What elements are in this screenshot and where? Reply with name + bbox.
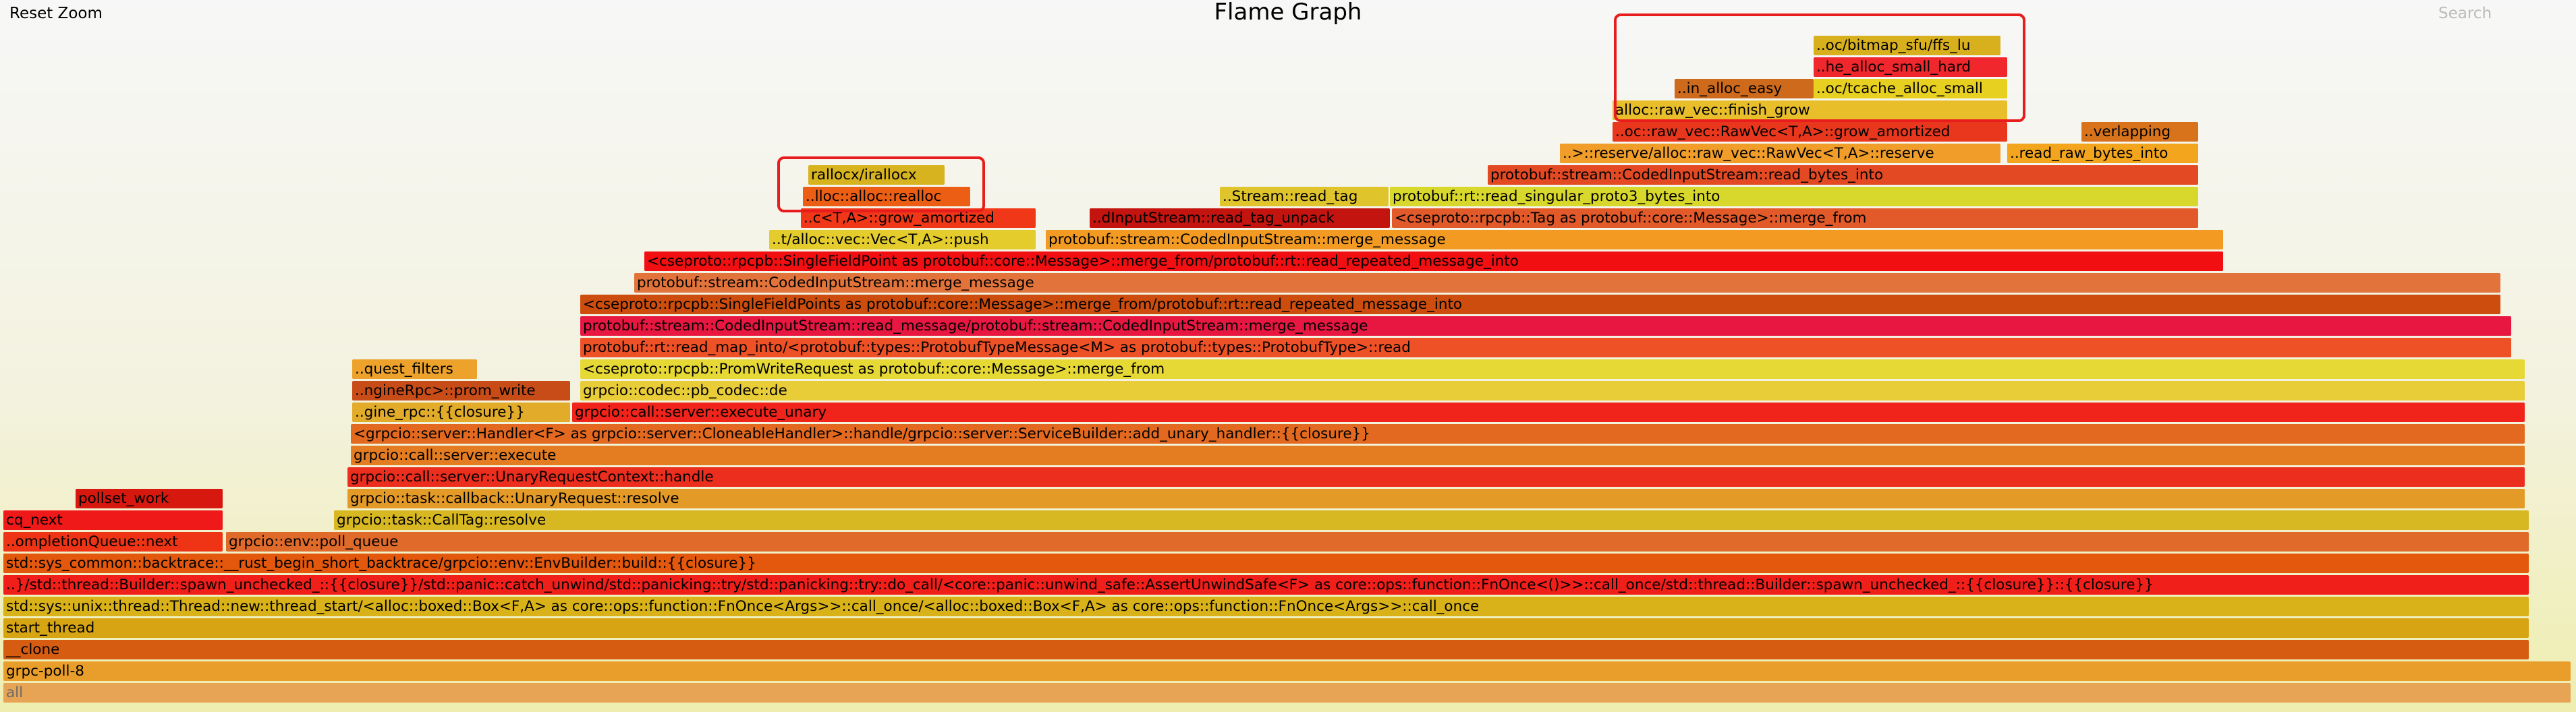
flame-frame[interactable]: grpc-poll-8: [3, 661, 2571, 681]
flame-frame[interactable]: std::sys::unix::thread::Thread::new::thr…: [3, 597, 2529, 616]
flame-frame[interactable]: grpcio::task::callback::UnaryRequest::re…: [347, 489, 2525, 508]
flame-frame[interactable]: ..oc/tcache_alloc_small: [1814, 79, 2007, 98]
flame-frame[interactable]: ..oc/bitmap_sfu/ffs_lu: [1814, 36, 2000, 55]
flame-frame[interactable]: ..in_alloc_easy: [1675, 79, 1814, 98]
page-title: Flame Graph: [1214, 0, 1362, 26]
flame-frame[interactable]: ..Stream::read_tag: [1220, 187, 1389, 206]
flame-frame[interactable]: ..ngineRpc>::prom_write: [352, 381, 570, 400]
flame-frame[interactable]: grpcio::codec::pb_codec::de: [580, 381, 2525, 400]
flame-frame[interactable]: ..gine_rpc::{{closure}}: [352, 403, 570, 422]
flame-frame[interactable]: grpcio::call::server::UnaryRequestContex…: [347, 467, 2525, 487]
flame-frame[interactable]: protobuf::rt::read_map_into/<protobuf::t…: [580, 338, 2511, 357]
flame-frame[interactable]: ..t/alloc::vec::Vec<T,A>::push: [769, 230, 1036, 249]
flame-frame[interactable]: <cseproto::rpcpb::Tag as protobuf::core:…: [1392, 208, 2198, 228]
flame-frame[interactable]: ..quest_filters: [352, 359, 477, 379]
flame-frame[interactable]: protobuf::stream::CodedInputStream::merg…: [634, 273, 2500, 293]
flame-frame[interactable]: ..dInputStream::read_tag_unpack: [1090, 208, 1390, 228]
flame-frame[interactable]: ..oc::raw_vec::RawVec<T,A>::grow_amortiz…: [1613, 122, 2007, 142]
flame-frame[interactable]: pollset_work: [76, 489, 223, 508]
flame-frame[interactable]: protobuf::stream::CodedInputStream::read…: [1488, 165, 2198, 185]
flame-frame[interactable]: ..read_raw_bytes_into: [2007, 144, 2198, 163]
flame-frame[interactable]: protobuf::stream::CodedInputStream::read…: [580, 316, 2511, 336]
flame-frame[interactable]: <cseproto::rpcpb::PromWriteRequest as pr…: [580, 359, 2525, 379]
flame-frame[interactable]: <cseproto::rpcpb::SingleFieldPoint as pr…: [644, 251, 2223, 271]
flame-frame[interactable]: __clone: [3, 640, 2529, 659]
flame-frame[interactable]: protobuf::rt::read_singular_proto3_bytes…: [1390, 187, 2198, 206]
flame-frame[interactable]: cq_next: [3, 510, 223, 530]
flame-frame[interactable]: <grpcio::server::Handler<F> as grpcio::s…: [351, 424, 2525, 444]
flame-frame[interactable]: ..lloc::alloc::realloc: [803, 187, 970, 206]
flame-frame[interactable]: start_thread: [3, 618, 2529, 638]
flame-frame[interactable]: ..he_alloc_small_hard: [1814, 57, 2007, 77]
flame-frame[interactable]: grpcio::call::server::execute_unary: [572, 403, 2525, 422]
flame-frame[interactable]: ..c<T,A>::grow_amortized: [801, 208, 1036, 228]
flame-frame[interactable]: grpcio::env::poll_queue: [226, 532, 2529, 552]
flame-frame[interactable]: all: [3, 683, 2571, 703]
flame-frame[interactable]: rallocx/irallocx: [808, 165, 945, 185]
flame-frame[interactable]: std::sys_common::backtrace::__rust_begin…: [3, 554, 2529, 573]
flame-frame[interactable]: ..ompletionQueue::next: [3, 532, 223, 552]
flame-frame[interactable]: <cseproto::rpcpb::SingleFieldPoints as p…: [580, 295, 2500, 314]
flame-frame[interactable]: protobuf::stream::CodedInputStream::merg…: [1046, 230, 2223, 249]
flame-frame[interactable]: grpcio::task::CallTag::resolve: [334, 510, 2529, 530]
flame-frame[interactable]: ..verlapping: [2081, 122, 2198, 142]
flame-frame[interactable]: grpcio::call::server::execute: [351, 446, 2525, 465]
flame-frame[interactable]: ..}/std::thread::Builder::spawn_unchecke…: [3, 575, 2529, 595]
flame-frame[interactable]: ..>::reserve/alloc::raw_vec::RawVec<T,A>…: [1560, 144, 2000, 163]
flame-frame[interactable]: alloc::raw_vec::finish_grow: [1613, 100, 2007, 120]
search-button[interactable]: Search: [2438, 5, 2492, 22]
reset-zoom-button[interactable]: Reset Zoom: [9, 5, 103, 22]
